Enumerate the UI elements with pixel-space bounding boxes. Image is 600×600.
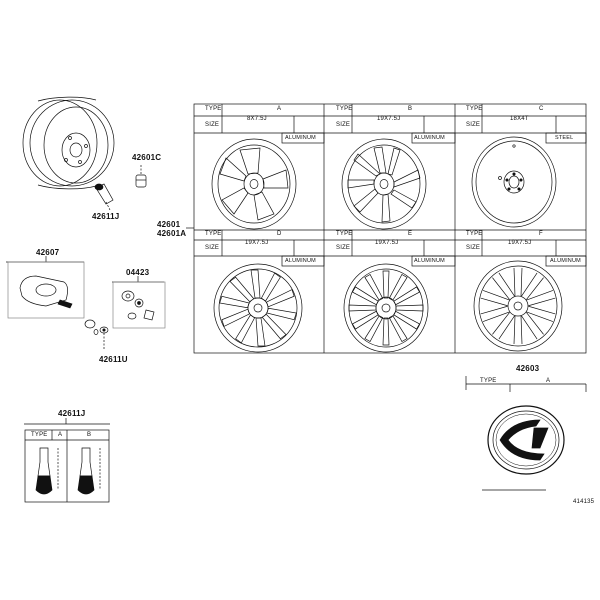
type-value-f: F xyxy=(539,231,543,237)
type-label-f: TYPE xyxy=(466,231,483,237)
kit-04423-box xyxy=(112,276,166,329)
part-label-42607: 42607 xyxy=(36,248,60,257)
part-label-42603: 42603 xyxy=(516,364,540,373)
size-value-e: 19X7.5J xyxy=(375,240,399,246)
part-label-42601: 42601 xyxy=(157,220,181,229)
valve-col-b: B xyxy=(87,432,92,438)
type-value-b: B xyxy=(408,106,413,112)
material-a: ALUMINUM xyxy=(285,135,316,141)
size-value-c: 18X4T xyxy=(510,116,529,122)
wheel-d-drawing xyxy=(213,263,303,353)
type-label-c: TYPE xyxy=(466,106,483,112)
size-value-b: 19X7.5J xyxy=(377,116,401,122)
type-label-b: TYPE xyxy=(336,106,353,112)
valve-col-a: A xyxy=(58,432,63,438)
sensor-42607-box xyxy=(6,256,85,319)
material-e: ALUMINUM xyxy=(414,258,445,264)
part-label-04423: 04423 xyxy=(126,268,150,277)
type-value-a: A xyxy=(277,106,282,112)
part-label-42601a: 42601A xyxy=(157,229,187,238)
wheel-b-drawing xyxy=(341,138,427,230)
small-parts-42611u-drawing xyxy=(84,319,109,350)
type-value-e: E xyxy=(408,231,413,237)
part-label-42611j-top: 42611J xyxy=(92,212,120,221)
center-cap-42603-drawing xyxy=(465,376,587,491)
type-label-e: TYPE xyxy=(336,231,353,237)
size-value-a: 8X7.5J xyxy=(247,116,267,122)
type-label-a: TYPE xyxy=(205,106,222,112)
part-label-42601c: 42601C xyxy=(132,153,162,162)
wheel-table-grid xyxy=(193,103,587,354)
size-label-f: SIZE xyxy=(466,245,481,251)
valve-table-grid xyxy=(24,418,110,503)
type-value-c: C xyxy=(539,106,544,112)
wheel-f-drawing xyxy=(473,260,563,352)
wheel-c-drawing xyxy=(471,136,557,228)
wheel-a-drawing xyxy=(211,138,297,230)
size-label-c: SIZE xyxy=(466,122,481,128)
part-label-42611u: 42611U xyxy=(99,355,128,364)
size-value-d: 19X7.5J xyxy=(245,240,269,246)
material-f: ALUMINUM xyxy=(550,258,581,264)
size-label-d: SIZE xyxy=(205,245,220,251)
valve-type-label: TYPE xyxy=(31,432,48,438)
material-d: ALUMINUM xyxy=(285,258,316,264)
size-label-e: SIZE xyxy=(336,245,351,251)
material-c: STEEL xyxy=(555,135,574,141)
type-label-d: TYPE xyxy=(205,231,222,237)
size-label-b: SIZE xyxy=(336,122,351,128)
type-value-d: D xyxy=(277,231,282,237)
part-label-42611j-bottom: 42611J xyxy=(58,409,86,418)
valve-42611j-drawing xyxy=(94,183,114,211)
wheel-e-drawing xyxy=(343,263,429,353)
size-value-f: 19X7.5J xyxy=(508,240,532,246)
nut-42601c-drawing xyxy=(135,165,147,188)
size-label-a: SIZE xyxy=(205,122,220,128)
cap-col-a: A xyxy=(546,378,551,384)
footer-code: 414135 xyxy=(573,499,595,505)
cap-type-label: TYPE xyxy=(480,378,497,384)
material-b: ALUMINUM xyxy=(414,135,445,141)
tire-drawing xyxy=(22,96,115,190)
